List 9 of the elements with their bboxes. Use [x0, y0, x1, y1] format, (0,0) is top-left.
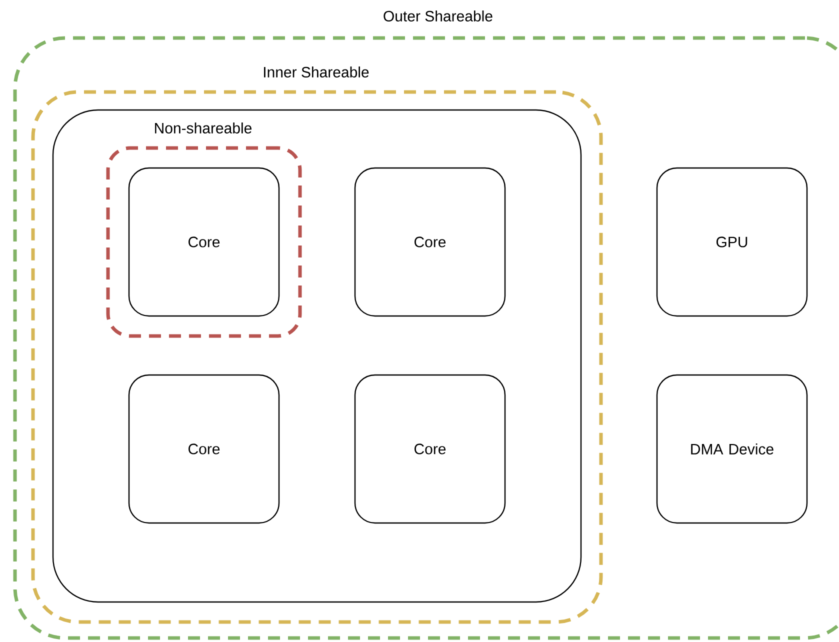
- region-heading: Outer Shareable: [384, 10, 492, 22]
- component-box: Core: [354, 167, 506, 317]
- component-box: GPU: [656, 167, 808, 317]
- region-heading: Non-shareable: [155, 122, 252, 134]
- component-box: Core: [354, 374, 506, 524]
- region-heading: Inner Shareable: [264, 66, 369, 78]
- component-box: Core: [128, 167, 280, 317]
- component-box: DMA Device: [656, 374, 808, 524]
- component-box: Core: [128, 374, 280, 524]
